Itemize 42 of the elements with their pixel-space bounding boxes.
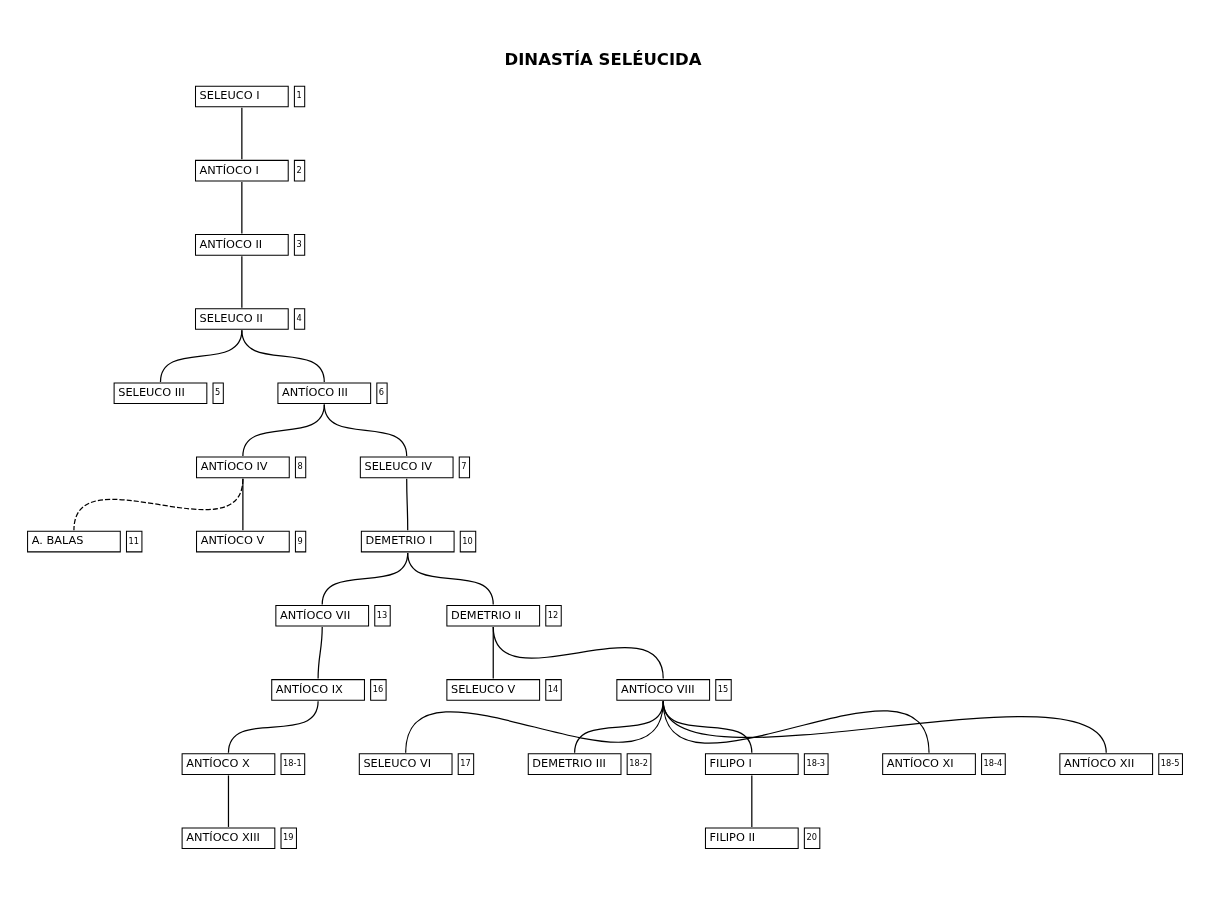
connector bbox=[241, 180, 243, 234]
connector bbox=[407, 551, 494, 605]
node-label: 12 bbox=[547, 609, 559, 620]
node-label: 17 bbox=[460, 757, 471, 768]
node-label: 18-5 bbox=[1160, 757, 1180, 768]
node-label: 13 bbox=[376, 609, 388, 620]
node-label: 18-4 bbox=[983, 757, 1003, 768]
connector bbox=[241, 255, 243, 308]
node-label: 9 bbox=[297, 535, 303, 546]
node-label: 18-3 bbox=[806, 757, 826, 768]
node-label: 8 bbox=[297, 460, 303, 471]
connector bbox=[73, 477, 244, 531]
connector bbox=[242, 477, 244, 531]
node-label: 16 bbox=[372, 683, 384, 694]
connector bbox=[227, 774, 230, 828]
connector bbox=[662, 700, 1107, 753]
connector bbox=[492, 625, 664, 679]
node-label: 18-2 bbox=[629, 757, 648, 768]
node-label: 19 bbox=[283, 831, 294, 842]
node-label: 10 bbox=[462, 535, 473, 546]
node-label: 1 bbox=[296, 89, 302, 100]
node-label: 3 bbox=[296, 238, 302, 249]
connector bbox=[241, 106, 243, 160]
connector bbox=[406, 477, 409, 531]
node-label: 14 bbox=[547, 683, 559, 694]
node-label: 15 bbox=[717, 683, 729, 694]
node-label: 5 bbox=[215, 386, 221, 397]
connector bbox=[323, 403, 408, 457]
node-label: 4 bbox=[296, 312, 302, 323]
node-label: 18-1 bbox=[283, 757, 302, 768]
connector bbox=[751, 774, 753, 828]
connector bbox=[227, 700, 319, 753]
connector bbox=[241, 329, 325, 382]
connector bbox=[574, 700, 664, 753]
connector bbox=[317, 625, 323, 679]
connector bbox=[405, 700, 664, 753]
diagram-title: DINASTÍA SELÉUCIDA bbox=[504, 49, 702, 69]
node-label: 6 bbox=[378, 386, 385, 397]
node-label: 11 bbox=[128, 535, 140, 546]
node-label: 20 bbox=[806, 831, 817, 842]
node-label: 7 bbox=[461, 460, 467, 471]
node-label: 2 bbox=[296, 164, 302, 175]
